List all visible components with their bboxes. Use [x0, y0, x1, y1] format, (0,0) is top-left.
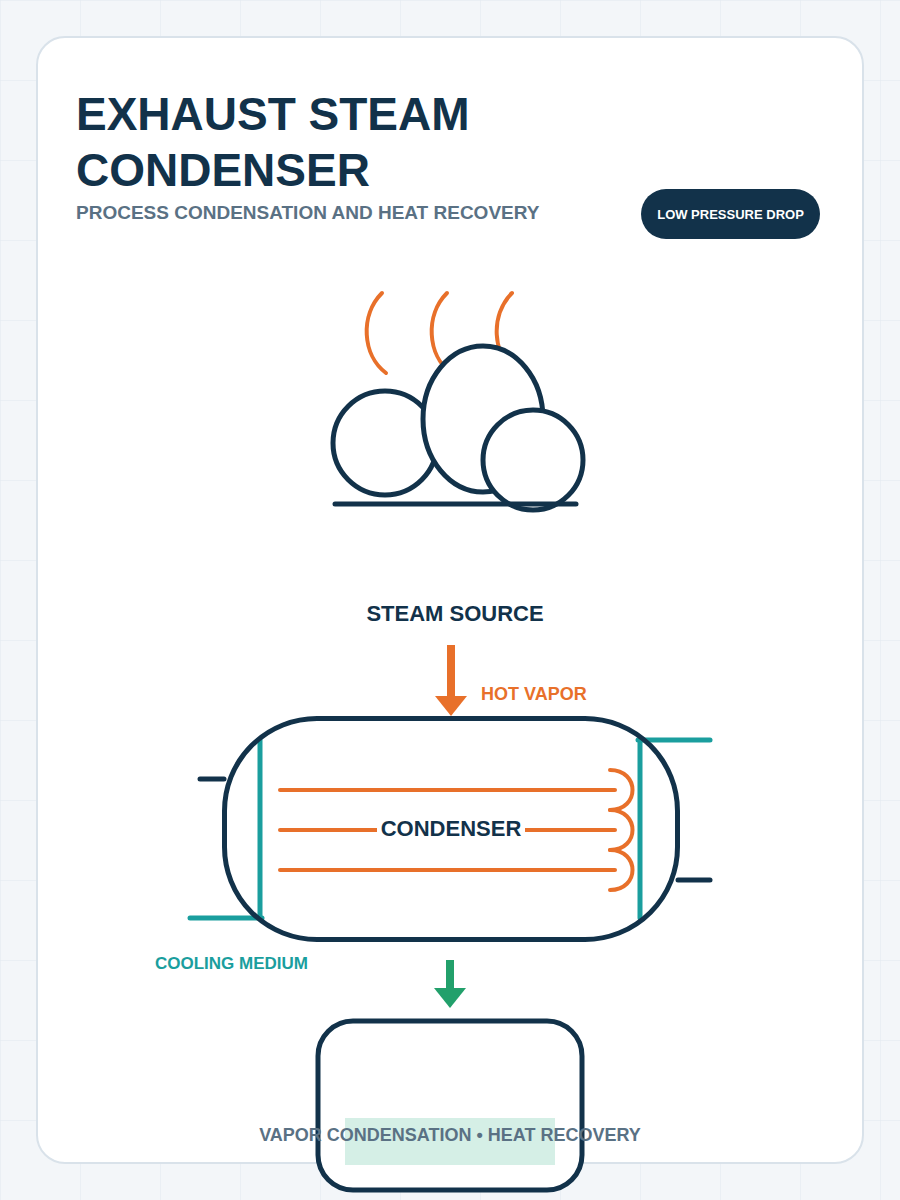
caption: VAPOR CONDENSATION • HEAT RECOVERY [0, 1125, 900, 1146]
node-text: STEAM SOURCE [366, 601, 543, 627]
node-text: LOW PRESSURE DROP [657, 207, 804, 222]
condenser-shell: CONDENSER [222, 716, 680, 942]
base-line [335, 502, 576, 507]
edge-label: HOT VAPOR [481, 684, 587, 705]
receiver-tank [318, 1021, 582, 1190]
steam-source: STEAM SOURCE [330, 285, 580, 645]
cooling-medium-label: COOLING MEDIUM [155, 954, 308, 974]
badge: LOW PRESSURE DROP [641, 189, 820, 239]
card-panel [37, 37, 863, 1163]
tube-bundle [280, 770, 633, 890]
title: EXHAUST STEAM CONDENSER [76, 86, 546, 198]
steam-source-vessels [333, 346, 583, 510]
cooling-nozzles [190, 740, 710, 918]
condensate-arrow [434, 960, 466, 1008]
subtitle: PROCESS CONDENSATION AND HEAT RECOVERY [76, 202, 539, 224]
node-text: CONDENSER [377, 816, 526, 842]
vapor-arrow [435, 645, 467, 716]
